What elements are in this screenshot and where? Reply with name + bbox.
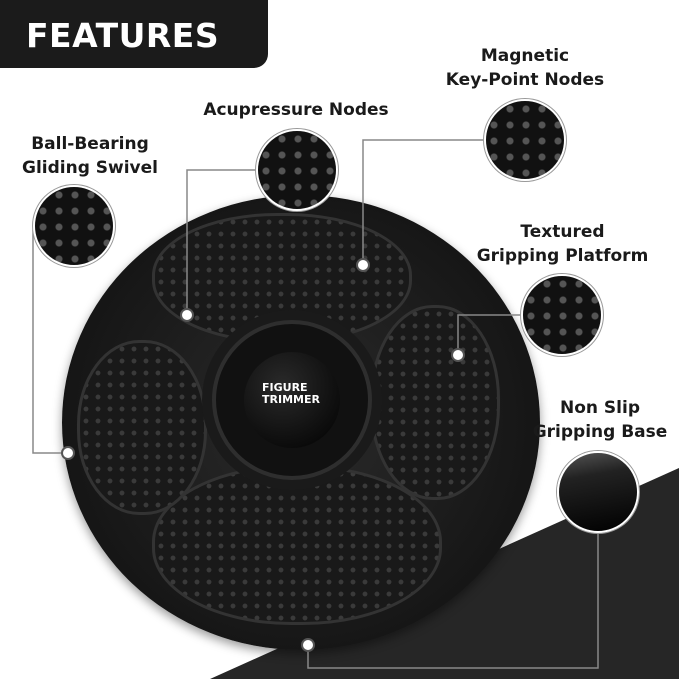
label-textured-platform: Textured Gripping Platform — [465, 220, 660, 268]
label-line2: Gripping Platform — [476, 246, 649, 266]
ball-bearing-closeup — [33, 185, 115, 267]
bottom-pad — [152, 465, 442, 625]
brand-line1: FIGURE — [262, 381, 308, 394]
label-ball-bearing: Ball-Bearing Gliding Swivel — [10, 132, 170, 180]
brand-logo: FIGURE TRIMMER — [262, 382, 332, 406]
label-acupressure-nodes: Acupressure Nodes — [190, 98, 402, 122]
textured-marker-dot — [451, 348, 465, 362]
non-slip-base-closeup — [557, 451, 639, 533]
acupressure-marker-dot — [180, 308, 194, 322]
acupressure-nodes-closeup — [256, 129, 338, 211]
left-pad — [77, 340, 207, 515]
label-non-slip-base: Non Slip Gripping Base — [525, 396, 675, 444]
header-title: FEATURES — [26, 16, 220, 55]
label-magnetic-nodes: Magnetic Key-Point Nodes — [440, 44, 610, 92]
twist-disc-product: FIGURE TRIMMER — [62, 195, 540, 650]
label-line1: Textured — [520, 222, 605, 242]
label-line1: Ball-Bearing — [31, 134, 149, 154]
label-line2: Gripping Base — [532, 422, 668, 442]
brand-line2: TRIMMER — [262, 393, 320, 406]
magnetic-nodes-closeup — [484, 99, 566, 181]
right-pad — [370, 305, 500, 500]
label-line2: Key-Point Nodes — [445, 70, 605, 90]
center-hub: FIGURE TRIMMER — [212, 320, 372, 480]
top-pad — [152, 213, 412, 343]
textured-platform-closeup — [521, 274, 603, 356]
label-line2: Gliding Swivel — [21, 158, 158, 178]
ball-bearing-marker-dot — [61, 446, 75, 460]
label-line1: Magnetic — [480, 46, 570, 66]
non-slip-marker-dot — [301, 638, 315, 652]
label-line1: Acupressure Nodes — [203, 100, 389, 120]
label-line1: Non Slip — [560, 398, 640, 418]
magnetic-marker-dot — [356, 258, 370, 272]
features-header: FEATURES — [0, 0, 268, 68]
